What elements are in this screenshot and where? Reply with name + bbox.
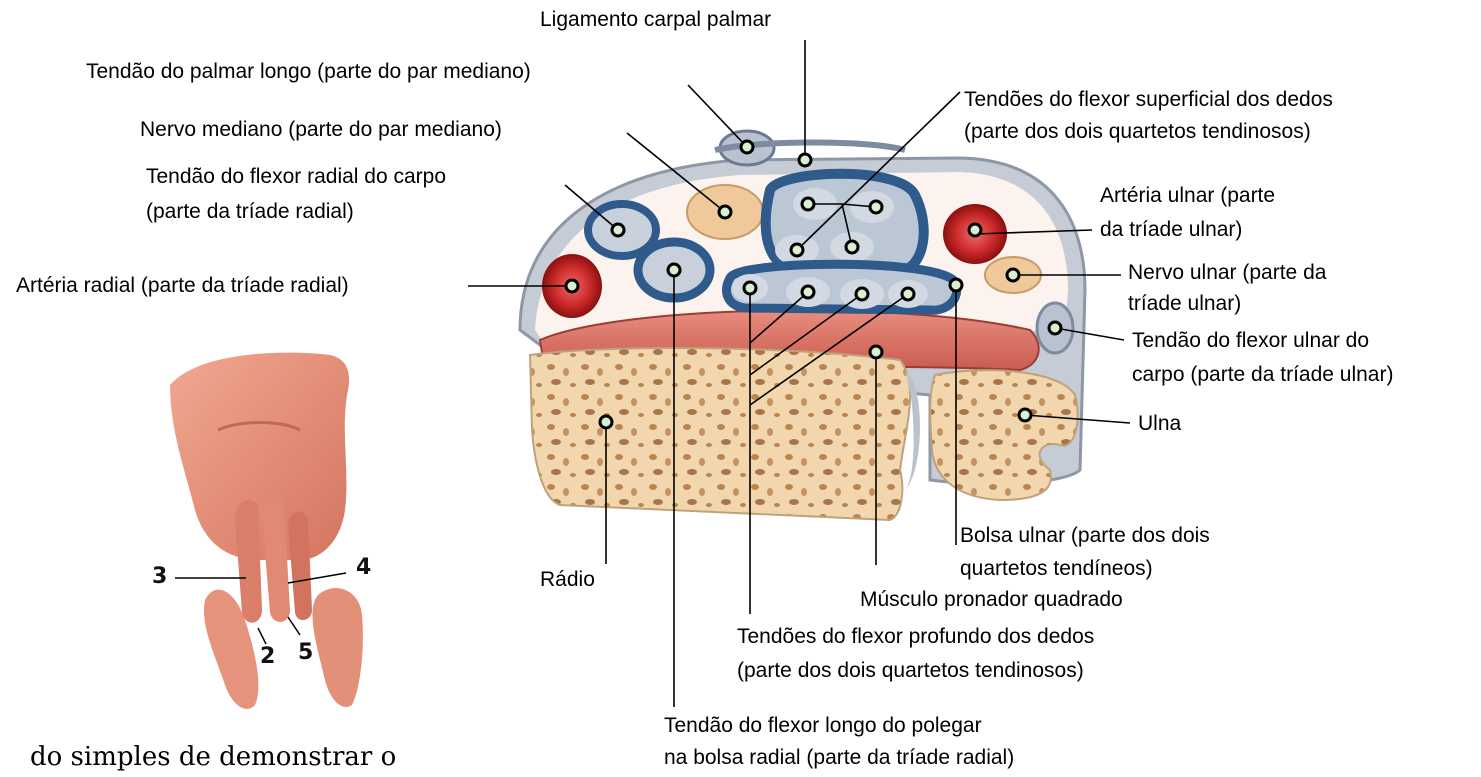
label-bolsa-ulnar-line2: quartetos tendíneos)	[960, 555, 1153, 583]
hand-number-2: 2	[260, 644, 275, 669]
label-flexor-profundo-line2: (parte dos dois quartetos tendinosos)	[737, 657, 1084, 685]
label-nervo-mediano: Nervo mediano (parte do par mediano)	[140, 116, 502, 144]
hand-number-4: 4	[356, 555, 371, 580]
label-flexor-ulnar-carpo-line1: Tendão do flexor ulnar do	[1132, 327, 1369, 355]
label-flexor-radial-carpo-line1: Tendão do flexor radial do carpo	[146, 163, 446, 191]
label-musculo-pronador-quadrado: Músculo pronador quadrado	[860, 586, 1123, 614]
hand-number-3: 3	[152, 564, 167, 589]
hand-number-5: 5	[298, 640, 313, 665]
label-ulna: Ulna	[1138, 410, 1181, 438]
label-flexor-profundo-line1: Tendões do flexor profundo dos dedos	[737, 623, 1094, 651]
wrist-section	[520, 131, 1085, 520]
label-nervo-ulnar-line2: tríade ulnar)	[1128, 290, 1241, 318]
label-ligamento-carpal-palmar: Ligamento carpal palmar	[540, 6, 771, 34]
label-tendao-palmar-longo: Tendão do palmar longo (parte do par med…	[86, 58, 531, 86]
label-radio: Rádio	[540, 566, 595, 594]
label-arteria-radial: Artéria radial (parte da tríade radial)	[16, 272, 349, 300]
label-flexor-ulnar-carpo-line2: carpo (parte da tríade ulnar)	[1132, 361, 1393, 389]
label-flexor-superficial-line2: (parte dos dois quartetos tendinosos)	[964, 118, 1311, 146]
label-flexor-superficial-line1: Tendões do flexor superficial dos dedos	[964, 86, 1333, 114]
label-arteria-ulnar-line1: Artéria ulnar (parte	[1100, 182, 1275, 210]
label-flexor-radial-carpo-line2: (parte da tríade radial)	[146, 198, 354, 226]
label-nervo-ulnar-line1: Nervo ulnar (parte da	[1128, 259, 1326, 287]
label-bolsa-ulnar-line1: Bolsa ulnar (parte dos dois	[960, 522, 1210, 550]
label-arteria-ulnar-line2: da tríade ulnar)	[1100, 216, 1242, 244]
label-flexor-longo-polegar-line1: Tendão do flexor longo do polegar	[664, 712, 982, 740]
label-flexor-longo-polegar-line2: na bolsa radial (parte da tríade radial)	[664, 744, 1014, 772]
partial-caption-text: do simples de demonstrar o	[30, 742, 396, 772]
